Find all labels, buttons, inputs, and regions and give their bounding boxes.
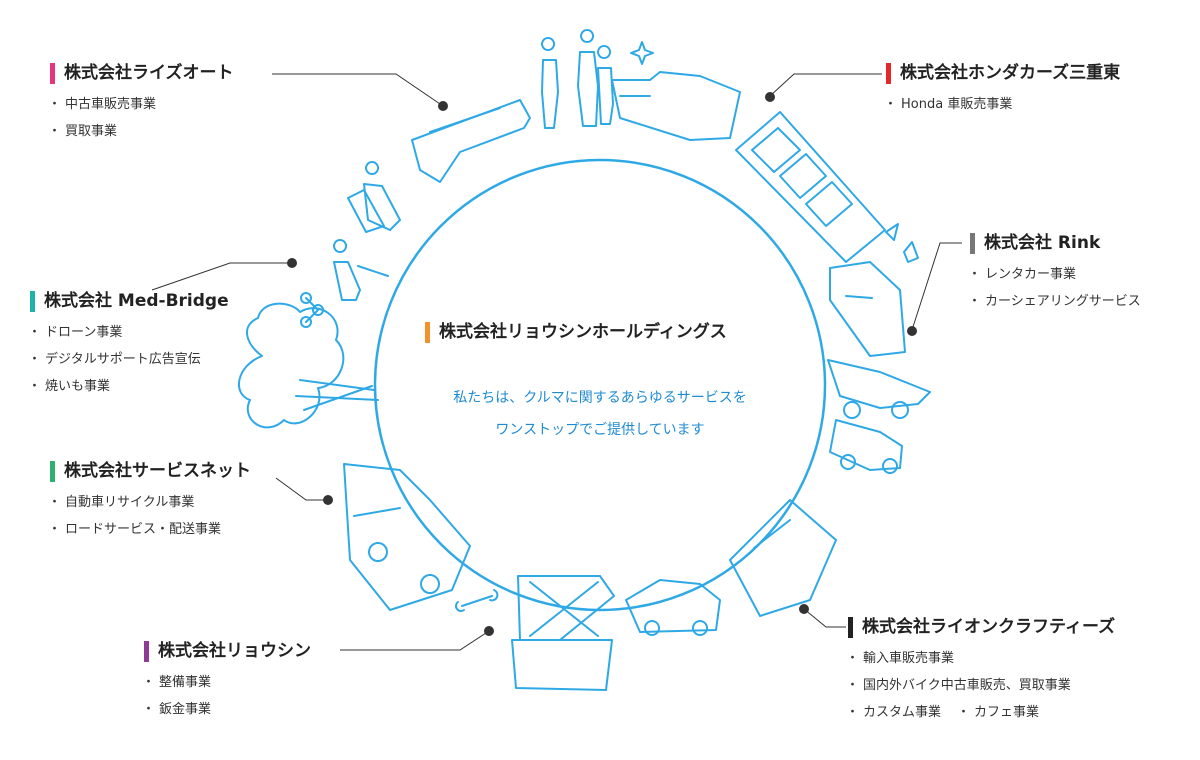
tree-icon <box>238 302 379 429</box>
company-color-bar <box>30 290 35 312</box>
company-name: 株式会社 Med-Bridge <box>30 290 229 312</box>
connector-rink <box>911 242 962 331</box>
company-color-bar <box>886 62 891 84</box>
connector-dot-servicenet <box>323 495 333 505</box>
connector-dot-honda <box>765 92 775 102</box>
truck-icon <box>611 71 741 141</box>
business-item: Honda 車販売事業 <box>884 91 1120 118</box>
business-item: カフェ事業 <box>957 699 1039 726</box>
company-name-text: 株式会社リョウシン <box>158 641 311 661</box>
connector-dot-raiz <box>438 101 448 111</box>
business-item: 輸入車販売事業 <box>846 645 1115 672</box>
center-ring <box>373 158 827 612</box>
company-medbridge: 株式会社 Med-Bridge ドローン事業 デジタルサポート広告宣伝 焼いも事… <box>28 290 229 400</box>
bird-icon <box>885 223 919 263</box>
parking-icon <box>735 111 886 263</box>
business-list: レンタカー事業 カーシェアリングサービス <box>968 261 1141 315</box>
sparkle-icon <box>630 41 654 65</box>
company-name: 株式会社 Rink <box>970 232 1141 254</box>
hub-tagline-2: ワンストップでご提供しています <box>495 422 705 438</box>
company-name: 株式会社ライオンクラフティーズ <box>848 616 1115 638</box>
person-icon <box>333 239 389 301</box>
car-icon <box>625 579 721 636</box>
company-color-bar <box>50 62 55 84</box>
business-item: 中古車販売事業 <box>48 91 234 118</box>
connector-dot-ryoshin <box>484 626 494 636</box>
company-name-text: 株式会社 Med-Bridge <box>44 291 229 311</box>
scooter-icon <box>829 419 903 474</box>
hub-title: 株式会社リョウシンホールディングス <box>425 320 727 344</box>
connector-medbridge <box>151 262 292 291</box>
hub-color-bar <box>425 321 430 343</box>
company-name-text: 株式会社ホンダカーズ三重東 <box>900 63 1121 83</box>
business-item: 焼いも事業 <box>28 373 229 400</box>
company-lion: 株式会社ライオンクラフティーズ 輸入車販売事業 国内外バイク中古車販売、買取事業… <box>846 616 1115 726</box>
company-name-text: 株式会社サービスネット <box>64 461 251 481</box>
company-name-text: 株式会社ライズオート <box>64 63 234 83</box>
cyclist-icon <box>827 359 931 419</box>
business-item: 自動車リサイクル事業 <box>48 489 251 516</box>
hub-name: 株式会社リョウシンホールディングス <box>439 322 727 342</box>
company-color-bar <box>50 460 55 482</box>
company-servicenet: 株式会社サービスネット 自動車リサイクル事業 ロードサービス・配送事業 <box>48 460 251 543</box>
business-item: 鈑金事業 <box>142 696 311 723</box>
car-icon <box>411 99 531 183</box>
business-item: カーシェアリングサービス <box>968 288 1141 315</box>
connector-dot-rink <box>907 326 917 336</box>
business-item: 整備事業 <box>142 669 311 696</box>
company-name: 株式会社リョウシン <box>144 640 311 662</box>
company-color-bar <box>970 232 975 254</box>
business-item: ロードサービス・配送事業 <box>48 516 251 543</box>
connector-dot-lion <box>799 604 809 614</box>
hub-tagline-1: 私たちは、クルマに関するあらゆるサービスを <box>453 390 747 406</box>
company-color-bar <box>848 616 853 638</box>
connector-ryoshin <box>340 630 490 651</box>
connector-lion <box>803 608 846 628</box>
business-list: 自動車リサイクル事業 ロードサービス・配送事業 <box>48 489 251 543</box>
crane-icon <box>511 575 615 691</box>
drone-icon <box>300 292 324 328</box>
connector-honda <box>769 73 882 97</box>
motorcycle-icon <box>729 499 837 617</box>
tow-truck-icon <box>343 463 471 611</box>
business-item: デジタルサポート広告宣伝 <box>28 346 229 373</box>
company-ryoshin: 株式会社リョウシン 整備事業 鈑金事業 <box>142 640 311 723</box>
business-item: レンタカー事業 <box>968 261 1141 288</box>
wrench-icon <box>455 589 499 612</box>
business-list: 整備事業 鈑金事業 <box>142 669 311 723</box>
company-rink: 株式会社 Rink レンタカー事業 カーシェアリングサービス <box>968 232 1141 315</box>
business-item: ドローン事業 <box>28 319 229 346</box>
people-icon <box>541 29 614 129</box>
company-name: 株式会社サービスネット <box>50 460 251 482</box>
business-item: 買取事業 <box>48 118 234 145</box>
company-name-text: 株式会社 Rink <box>984 233 1101 253</box>
business-item: カスタム事業 <box>846 699 941 726</box>
connector-servicenet <box>275 477 328 501</box>
company-name: 株式会社ホンダカーズ三重東 <box>886 62 1120 84</box>
business-list: 輸入車販売事業 国内外バイク中古車販売、買取事業 カスタム事業 カフェ事業 <box>846 645 1115 726</box>
business-list: Honda 車販売事業 <box>884 91 1120 118</box>
business-item: 国内外バイク中古車販売、買取事業 <box>846 672 1115 699</box>
company-name: 株式会社ライズオート <box>50 62 234 84</box>
business-list: 中古車販売事業 買取事業 <box>48 91 234 145</box>
company-name-text: 株式会社ライオンクラフティーズ <box>862 617 1116 637</box>
company-color-bar <box>144 640 149 662</box>
business-item-row: カスタム事業 カフェ事業 <box>846 699 1115 726</box>
company-raiz: 株式会社ライズオート 中古車販売事業 買取事業 <box>48 62 234 145</box>
connector-dot-medbridge <box>287 258 297 268</box>
connector-raiz <box>272 73 444 107</box>
family-icon <box>347 161 401 233</box>
company-honda: 株式会社ホンダカーズ三重東 Honda 車販売事業 <box>884 62 1120 118</box>
business-list: ドローン事業 デジタルサポート広告宣伝 焼いも事業 <box>28 319 229 400</box>
van-icon <box>829 261 906 357</box>
